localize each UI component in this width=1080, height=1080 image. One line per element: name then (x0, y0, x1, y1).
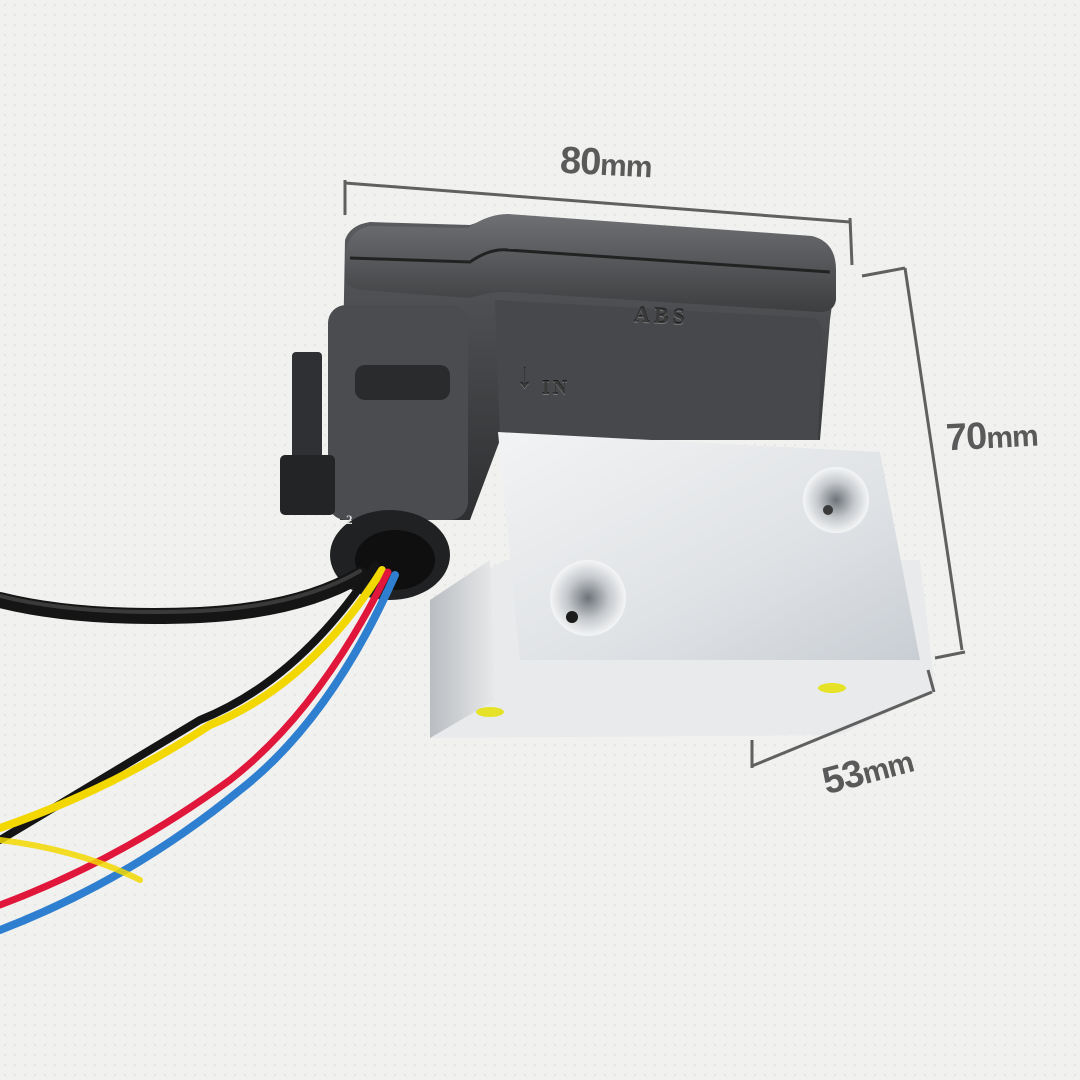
threaded-port[interactable] (550, 560, 626, 636)
threaded-port[interactable] (803, 467, 869, 533)
yellow-mark (476, 707, 504, 717)
wire-harness (0, 561, 399, 934)
inlet-label: IN (542, 377, 571, 399)
width-unit: mm (599, 148, 653, 185)
dimension-lines (343, 180, 966, 768)
inlet-arrow-icon: ↓ (516, 358, 533, 395)
pin-number: 2 (346, 512, 353, 527)
housing-lid (345, 214, 836, 312)
height-value: 70 (944, 415, 988, 460)
pump-housing (280, 214, 836, 600)
height-dimension-label: 70mm (945, 413, 1039, 461)
width-dimension-label: 80mm (559, 140, 653, 188)
abs-label: ABS (633, 301, 690, 330)
aluminum-block-front (498, 432, 920, 660)
height-unit: mm (985, 419, 1039, 456)
connector-plug (328, 305, 468, 520)
connector-latch (292, 352, 322, 472)
yellow-mark (818, 683, 846, 693)
width-value: 80 (558, 139, 602, 184)
